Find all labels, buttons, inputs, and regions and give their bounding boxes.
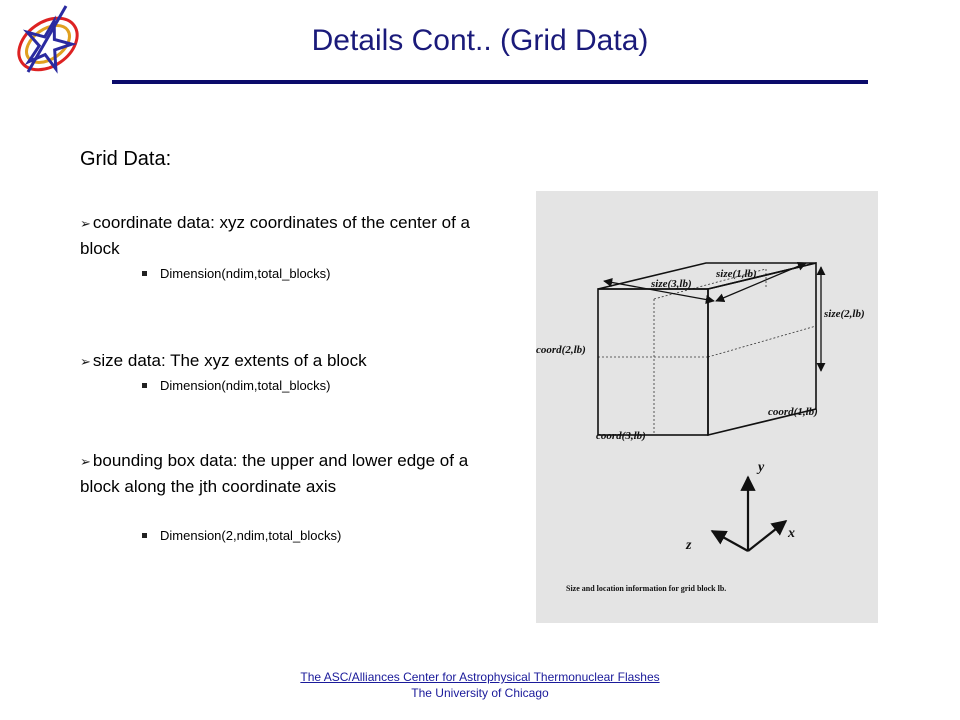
sub-bullet-text: Dimension(ndim,total_blocks) [160, 266, 331, 281]
grid-block-diagram: size(1,lb) size(3,lb) size(2,lb) coord(2… [536, 261, 865, 593]
square-bullet-icon [142, 383, 147, 388]
label-coord1: coord(1,lb) [768, 406, 818, 418]
section-heading: Grid Data: [80, 148, 172, 170]
bullet-text: size data: The xyz extents of a block [92, 351, 367, 370]
bullet-size-data: ➢size data: The xyz extents of a block [80, 348, 480, 374]
block-top-face [597, 262, 817, 290]
axis-label-z: z [685, 538, 692, 553]
square-bullet-icon [142, 271, 147, 276]
arrow-bullet-icon: ➢ [80, 216, 91, 231]
footer-center-link[interactable]: The ASC/Alliances Center for Astrophysic… [300, 670, 660, 684]
bullet-text: bounding box data: the upper and lower e… [80, 451, 469, 496]
sub-bullet-text: Dimension(ndim,total_blocks) [160, 378, 331, 393]
label-size1: size(1,lb) [715, 268, 757, 280]
sub-bullet-text: Dimension(2,ndim,total_blocks) [160, 528, 342, 543]
star-logo-icon [17, 5, 79, 74]
axis-label-x: x [787, 526, 795, 541]
slide-title: Details Cont.. (Grid Data) [311, 24, 649, 57]
bullet-coordinate-data: ➢coordinate data: xyz coordinates of the… [80, 210, 480, 261]
arrow-bullet-icon: ➢ [80, 354, 91, 369]
bullet-bounding-box-data: ➢bounding box data: the upper and lower … [80, 448, 480, 499]
axis-label-y: y [756, 460, 765, 475]
block-front-face [597, 288, 709, 436]
sub-bullet-size-dimension: Dimension(ndim,total_blocks) [142, 378, 331, 393]
title-divider [112, 80, 868, 84]
square-bullet-icon [142, 533, 147, 538]
size1-arrow [715, 261, 807, 303]
axes-triad [710, 475, 788, 552]
size3-arrow [603, 277, 715, 305]
label-coord3: coord(3,lb) [596, 430, 646, 442]
label-size3: size(3,lb) [650, 278, 692, 290]
figure-caption: Size and location information for grid b… [566, 584, 726, 593]
sub-bullet-coordinate-dimension: Dimension(ndim,total_blocks) [142, 266, 331, 281]
bullet-text: coordinate data: xyz coordinates of the … [80, 213, 470, 258]
arrow-bullet-icon: ➢ [80, 454, 91, 469]
label-size2: size(2,lb) [823, 308, 865, 320]
sub-bullet-bounding-box-dimension: Dimension(2,ndim,total_blocks) [142, 528, 341, 543]
footer-university: The University of Chicago [411, 686, 549, 700]
flash-center-logo [8, 2, 90, 84]
grid-block-figure: size(1,lb) size(3,lb) size(2,lb) coord(2… [536, 191, 878, 623]
label-coord2: coord(2,lb) [536, 344, 586, 356]
